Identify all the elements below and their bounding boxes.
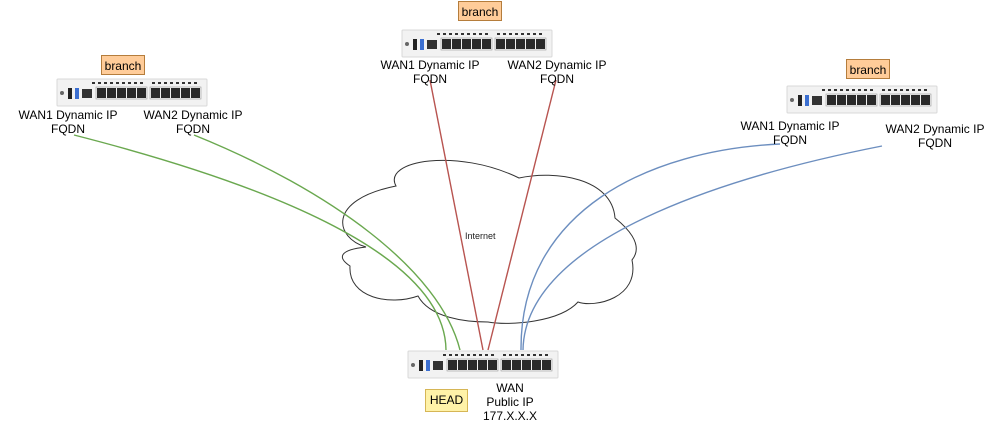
- branch-left-firewall: [56, 78, 208, 107]
- wan1-text: WAN1 Dynamic IP: [740, 119, 840, 133]
- branch-right-wan2-label: WAN2 Dynamic IP FQDN: [875, 122, 995, 150]
- branch-center-wan2-label: WAN2 Dynamic IP FQDN: [497, 58, 617, 86]
- fqdn-text: FQDN: [413, 72, 447, 86]
- head-firewall: [407, 350, 559, 379]
- wan1-text: WAN1 Dynamic IP: [18, 108, 118, 122]
- wan1-text: WAN1 Dynamic IP: [380, 58, 480, 72]
- internet-cloud: [341, 159, 637, 324]
- ip-address-text: 177.X.X.X: [482, 409, 538, 423]
- wan2-text: WAN2 Dynamic IP: [507, 58, 607, 72]
- fqdn-text: FQDN: [540, 72, 574, 86]
- link-right-wan2: [522, 145, 883, 351]
- link-center-wan2: [487, 79, 557, 351]
- wan-text: WAN: [496, 381, 524, 395]
- link-left-wan2: [193, 134, 461, 351]
- fqdn-text: FQDN: [918, 136, 952, 150]
- fqdn-text: FQDN: [773, 133, 807, 147]
- branch-right-firewall: [786, 85, 938, 114]
- head-tag: HEAD: [425, 389, 468, 412]
- branch-center-firewall: [401, 29, 553, 58]
- branch-left-wan2-label: WAN2 Dynamic IP FQDN: [133, 108, 253, 136]
- link-left-wan1: [73, 134, 447, 351]
- fqdn-text: FQDN: [51, 122, 85, 136]
- branch-right-wan1-label: WAN1 Dynamic IP FQDN: [730, 119, 850, 147]
- fqdn-text: FQDN: [176, 122, 210, 136]
- branch-left-tag: branch: [101, 55, 145, 75]
- head-wan-label: WAN Public IP 177.X.X.X: [470, 381, 550, 423]
- wan2-text: WAN2 Dynamic IP: [885, 122, 985, 136]
- branch-right-tag: branch: [846, 59, 890, 79]
- link-center-wan1: [429, 79, 484, 351]
- wan2-text: WAN2 Dynamic IP: [143, 108, 243, 122]
- branch-left-wan1-label: WAN1 Dynamic IP FQDN: [8, 108, 128, 136]
- public-ip-text: Public IP: [486, 395, 534, 409]
- branch-center-tag: branch: [458, 1, 502, 21]
- internet-label: Internet: [465, 231, 496, 241]
- link-right-wan1: [520, 143, 781, 351]
- branch-center-wan1-label: WAN1 Dynamic IP FQDN: [370, 58, 490, 86]
